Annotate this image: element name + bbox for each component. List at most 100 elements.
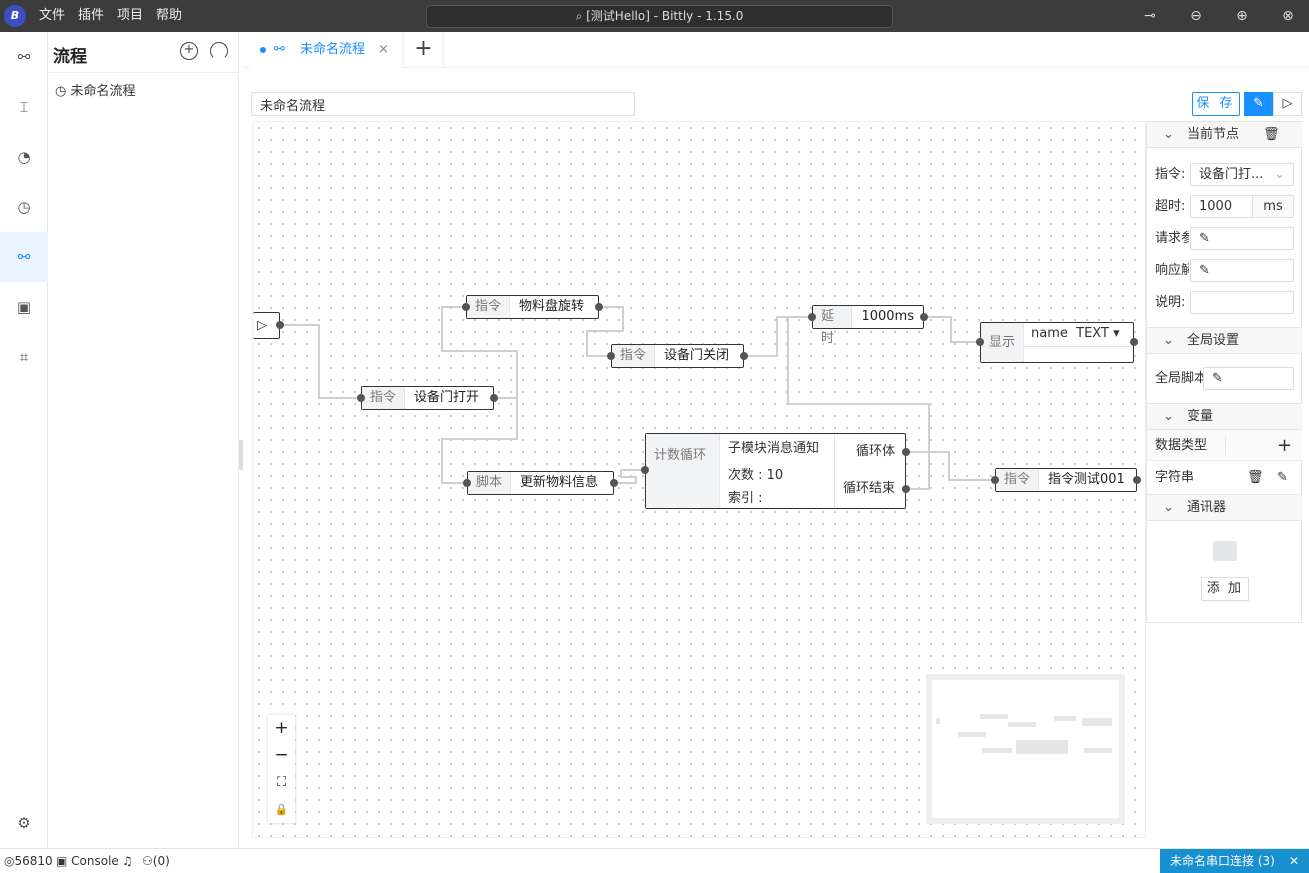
panel-icon[interactable]: ▣ xyxy=(16,298,32,316)
serial-connection-indicator[interactable]: 未命名串口连接 (3)✕ xyxy=(1160,849,1309,873)
chevron-down-icon: ⌄ xyxy=(1274,167,1285,182)
users-button[interactable]: ⚇(0) xyxy=(142,854,170,868)
add-tab-button[interactable]: + xyxy=(404,32,444,68)
port[interactable] xyxy=(610,479,618,487)
minimap-node xyxy=(958,732,986,737)
users-icon: ⚇ xyxy=(142,854,153,868)
section-current-node[interactable]: ⌄当前节点🗑 xyxy=(1147,121,1302,148)
port-status[interactable]: ◎56810 xyxy=(4,854,53,868)
loop-title: 子模块消息通知 xyxy=(728,441,820,456)
dashboard-icon[interactable]: ◔ xyxy=(17,148,31,166)
port[interactable] xyxy=(1133,476,1141,484)
menu-project[interactable]: 项目 xyxy=(117,8,144,23)
flow-name-input[interactable] xyxy=(251,92,635,116)
node-count-loop[interactable]: 计数循环 子模块消息通知 次数 : 10 索引 : 循环体 循环结束 xyxy=(645,433,906,509)
pencil-icon[interactable]: ✎ xyxy=(1277,470,1288,485)
node-command[interactable]: 指令指令测试001 xyxy=(995,468,1137,492)
flow-icon: ⚯ xyxy=(274,42,285,57)
menu-help[interactable]: 帮助 xyxy=(156,8,183,23)
scan-icon[interactable]: ⌗ xyxy=(19,348,29,366)
port[interactable] xyxy=(902,485,910,493)
chevron-down-icon: ⌄ xyxy=(1163,127,1174,142)
delete-icon[interactable]: 🗑 xyxy=(1263,127,1280,142)
play-icon: ▷ xyxy=(1282,96,1293,111)
lock-icon[interactable]: 🔒 xyxy=(274,803,289,816)
node-value: 1000ms xyxy=(861,309,914,324)
add-variable-icon[interactable]: + xyxy=(1277,435,1293,456)
chevron-down-icon: ⌄ xyxy=(1163,409,1174,424)
minimap-node xyxy=(936,718,940,724)
connection-icon[interactable]: ⚯ xyxy=(17,48,31,66)
node-command[interactable]: 指令物料盘旋转 xyxy=(466,295,599,319)
timeout-unit: ms xyxy=(1252,196,1293,217)
node-display[interactable]: 显示 name TEXT ▾ xyxy=(980,322,1134,363)
close-tab-icon[interactable]: × xyxy=(378,42,389,57)
global-script-edit[interactable]: ✎ xyxy=(1203,367,1294,390)
sidebar-resize-handle[interactable] xyxy=(239,440,243,470)
port[interactable] xyxy=(276,321,284,329)
display-field: name xyxy=(1031,326,1068,341)
headset-icon[interactable]: ♫ xyxy=(122,854,133,868)
add-flow-icon[interactable]: + xyxy=(180,42,198,60)
port[interactable] xyxy=(463,479,471,487)
port[interactable] xyxy=(808,313,816,321)
node-script[interactable]: 脚本更新物料信息 xyxy=(467,471,614,495)
sidebar-item-flow[interactable]: ◷ 未命名流程 xyxy=(55,84,136,99)
port[interactable] xyxy=(991,476,999,484)
zoom-out-icon[interactable]: − xyxy=(274,745,289,765)
description-input[interactable] xyxy=(1190,291,1294,314)
add-communicator-button[interactable]: 添 加 xyxy=(1201,577,1249,601)
delete-icon[interactable]: 🗑 xyxy=(1247,470,1264,485)
port[interactable] xyxy=(462,303,470,311)
request-params-edit[interactable]: ✎ xyxy=(1190,227,1294,250)
run-button[interactable]: ▷ xyxy=(1273,92,1302,116)
minimap[interactable] xyxy=(926,674,1125,824)
port[interactable] xyxy=(920,313,928,321)
flow-icon[interactable]: ⚯ xyxy=(0,232,48,282)
edge xyxy=(614,469,645,484)
chevron-down-icon: ⌄ xyxy=(1163,333,1174,348)
edit-icon: ✎ xyxy=(1199,231,1210,246)
port[interactable] xyxy=(976,338,984,346)
response-parse-edit[interactable]: ✎ xyxy=(1190,259,1294,282)
close-icon[interactable]: ✕ xyxy=(1288,854,1299,868)
command-search[interactable]: ⌕ [测试Hello] - Bittly - 1.15.0 xyxy=(426,5,893,28)
pin-icon[interactable]: ⊸ xyxy=(1144,8,1156,24)
port[interactable] xyxy=(607,352,615,360)
console-button[interactable]: ▣ Console xyxy=(56,854,119,868)
settings-icon[interactable]: ⚙ xyxy=(17,814,31,832)
port[interactable] xyxy=(357,394,365,402)
save-button[interactable]: 保 存 xyxy=(1192,92,1240,116)
section-global-settings[interactable]: ⌄全局设置 xyxy=(1147,327,1302,354)
refresh-icon[interactable] xyxy=(210,42,228,60)
node-command[interactable]: 指令设备门关闭 xyxy=(611,344,744,368)
maximize-icon[interactable]: ⊕ xyxy=(1236,8,1248,24)
activity-bar: ⚯ ⌶ ◔ ◷ ⚯ ▣ ⌗ ⚙ xyxy=(0,32,48,848)
port[interactable] xyxy=(595,303,603,311)
close-window-icon[interactable]: ⊗ xyxy=(1282,8,1294,24)
port[interactable] xyxy=(740,352,748,360)
menu-file[interactable]: 文件 xyxy=(39,8,66,23)
node-command[interactable]: 指令设备门打开 xyxy=(361,386,494,410)
edge xyxy=(744,316,812,357)
history-icon[interactable]: ◷ xyxy=(17,198,31,216)
fit-view-icon[interactable]: ⛶ xyxy=(276,775,287,790)
port[interactable] xyxy=(902,448,910,456)
port[interactable] xyxy=(490,394,498,402)
section-variables[interactable]: ⌄变量 xyxy=(1147,403,1302,430)
command-select[interactable]: 设备门打...⌄ xyxy=(1190,163,1294,186)
zoom-in-icon[interactable]: + xyxy=(274,718,289,738)
port[interactable] xyxy=(641,466,649,474)
module-icon[interactable]: ⌶ xyxy=(19,98,29,116)
minimize-icon[interactable]: ⊖ xyxy=(1190,8,1202,24)
section-communicator[interactable]: ⌄通讯器 xyxy=(1147,494,1302,521)
display-format-select[interactable]: TEXT xyxy=(1076,326,1109,341)
menu-plugins[interactable]: 插件 xyxy=(78,8,105,23)
window-title: [测试Hello] - Bittly - 1.15.0 xyxy=(586,9,744,23)
tab-flow[interactable]: ⚯ 未命名流程 × xyxy=(250,32,404,68)
port[interactable] xyxy=(1130,338,1138,346)
edit-mode-button[interactable]: ✎ xyxy=(1244,92,1273,116)
